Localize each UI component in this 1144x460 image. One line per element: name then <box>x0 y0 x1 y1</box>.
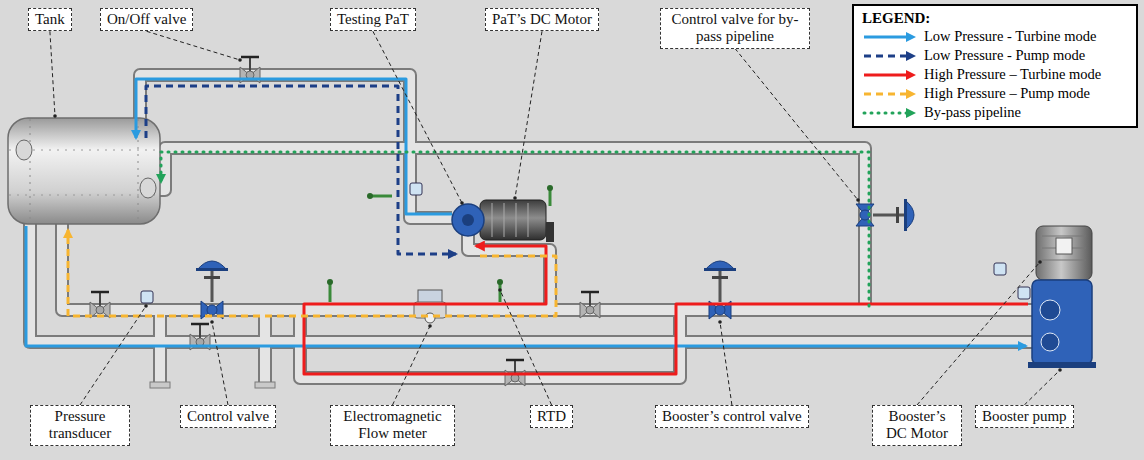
leader-line <box>212 322 228 405</box>
callout-text: Tank <box>35 11 65 28</box>
legend-text: Low Pressure - Pump mode <box>924 47 1085 64</box>
legend-line-sample <box>862 88 918 100</box>
legend-text: Low Pressure - Turbine mode <box>924 28 1096 45</box>
legend-text: By-pass pipeline <box>924 104 1021 121</box>
pipe-feet <box>150 382 275 388</box>
callout-text: Pressure transducer <box>37 408 123 443</box>
testing-pat <box>452 200 554 242</box>
legend-row: Low Pressure - Turbine mode <box>862 27 1128 46</box>
leader-line <box>1024 370 1060 405</box>
callout-text: Booster pump <box>982 408 1067 425</box>
booster-pump <box>1028 226 1096 368</box>
callout-box: Control valve <box>180 405 276 428</box>
leader-end <box>210 320 214 324</box>
callout-text: Control valve for by-pass pipeline <box>667 11 803 46</box>
pressure-transducers <box>141 183 1030 303</box>
leader-line <box>720 322 732 405</box>
legend-line-sample <box>862 31 918 43</box>
leader-line <box>393 326 431 405</box>
leader-line <box>500 290 552 405</box>
legend-row: Low Pressure - Pump mode <box>862 46 1128 65</box>
legend-line-sample <box>862 69 918 81</box>
flow-meter <box>414 290 446 323</box>
callout-box: Pressure transducer <box>30 405 130 446</box>
leader-end <box>513 196 517 200</box>
callout-box: PaT’s DC Motor <box>485 8 599 31</box>
callout-text: Electromagnetic Flow meter <box>337 408 448 443</box>
legend-text: High Pressure – Turbine mode <box>924 66 1101 83</box>
callout-box: On/Off valve <box>100 8 193 31</box>
leader-line <box>80 306 146 405</box>
legend-row: High Pressure – Pump mode <box>862 84 1128 103</box>
callout-text: Booster’s DC Motor <box>879 408 955 443</box>
valves <box>90 57 914 386</box>
callout-text: Booster’s control valve <box>662 408 802 425</box>
callout-text: RTD <box>537 408 566 425</box>
callout-box: Booster’s control valve <box>655 405 809 428</box>
legend-box: LEGEND:Low Pressure - Turbine modeLow Pr… <box>852 4 1138 128</box>
callout-box: Control valve for by-pass pipeline <box>660 8 810 49</box>
legend-text: High Pressure – Pump mode <box>924 85 1090 102</box>
leader-end <box>144 304 148 308</box>
leader-line <box>515 31 542 198</box>
callout-box: Testing PaT <box>330 8 416 31</box>
leader-line <box>373 31 462 203</box>
leader-end <box>1038 260 1042 264</box>
rtd-sensors <box>327 185 553 302</box>
callout-box: Booster’s DC Motor <box>872 405 962 446</box>
callout-box: RTD <box>530 405 573 428</box>
leader-end <box>460 201 464 205</box>
legend-line-sample <box>862 107 918 119</box>
callout-text: On/Off valve <box>107 11 186 28</box>
leader-end <box>856 198 860 202</box>
leader-end <box>1058 368 1062 372</box>
callout-box: Booster pump <box>975 405 1074 428</box>
leader-line <box>50 31 55 116</box>
legend-row: By-pass pipeline <box>862 103 1128 122</box>
leader-end <box>238 58 242 62</box>
callout-text: PaT’s DC Motor <box>492 11 592 28</box>
callout-box: Tank <box>28 8 72 31</box>
callout-text: Testing PaT <box>337 11 409 28</box>
callout-text: Control valve <box>187 408 269 425</box>
leader-line <box>147 31 240 60</box>
leader-end <box>718 320 722 324</box>
leader-end <box>428 324 432 328</box>
callout-box: Electromagnetic Flow meter <box>330 405 455 446</box>
leader-end <box>53 114 57 118</box>
leader-line <box>735 49 858 201</box>
leader-line <box>917 262 1040 405</box>
legend-title: LEGEND: <box>862 9 1128 27</box>
legend-row: High Pressure – Turbine mode <box>862 65 1128 84</box>
leader-end <box>498 288 502 292</box>
legend-line-sample <box>862 50 918 62</box>
